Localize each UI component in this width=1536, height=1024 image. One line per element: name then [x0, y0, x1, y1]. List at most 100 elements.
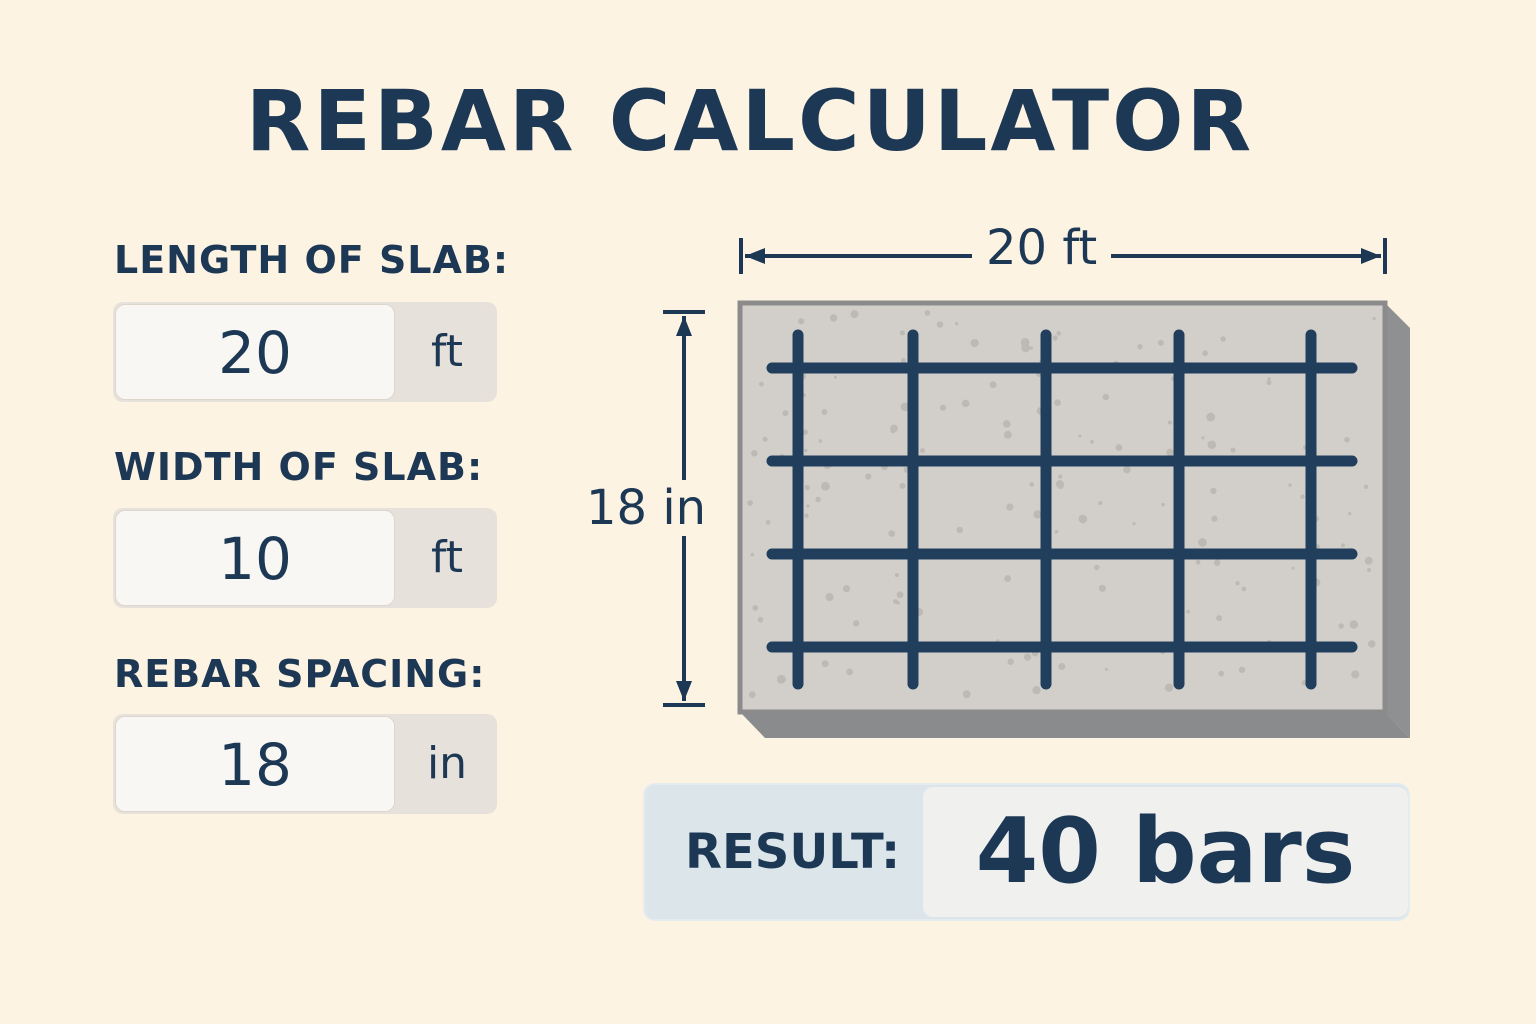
concrete-speck: [765, 520, 771, 525]
concrete-speck: [758, 381, 764, 387]
result-panel: RESULT: 40 bars: [643, 783, 1410, 921]
concrete-speck: [842, 585, 851, 593]
concrete-speck: [1201, 436, 1205, 440]
spacing-dimension-label: 18 in: [582, 480, 711, 536]
concrete-speck: [752, 605, 759, 611]
concrete-speck: [833, 375, 837, 379]
concrete-speck: [782, 410, 789, 417]
concrete-speck: [762, 436, 768, 442]
concrete-speck: [1341, 543, 1345, 548]
concrete-speck: [1078, 514, 1088, 524]
concrete-speck: [939, 404, 947, 411]
concrete-speck: [1123, 465, 1131, 474]
concrete-speck: [899, 482, 906, 489]
concrete-speck: [818, 439, 823, 443]
concrete-speck: [804, 484, 810, 491]
concrete-speck: [1007, 658, 1014, 665]
concrete-speck: [920, 448, 926, 454]
concrete-speck: [1166, 448, 1174, 457]
concrete-speck: [1032, 685, 1041, 695]
spacing-label: REBAR SPACING:: [114, 652, 486, 696]
concrete-speck: [853, 620, 860, 627]
result-value: 40 bars: [923, 787, 1408, 917]
concrete-speck: [1238, 666, 1246, 673]
concrete-speck: [956, 526, 963, 534]
concrete-speck: [1348, 512, 1352, 516]
concrete-speck: [1218, 670, 1225, 677]
concrete-speck: [751, 450, 758, 457]
concrete-speck: [829, 314, 838, 322]
concrete-speck: [747, 500, 753, 506]
concrete-speck: [846, 668, 853, 676]
concrete-speck: [894, 573, 899, 578]
concrete-speck: [1210, 487, 1217, 495]
concrete-speck: [1206, 412, 1216, 422]
concrete-speck: [1164, 683, 1174, 692]
concrete-speck: [1367, 567, 1372, 572]
concrete-speck: [1006, 503, 1014, 511]
spacing-unit: in: [426, 738, 468, 789]
concrete-speck: [1167, 420, 1172, 425]
concrete-speck: [1372, 316, 1376, 321]
concrete-speck: [1098, 584, 1106, 592]
concrete-speck: [798, 318, 805, 325]
spacing-input[interactable]: 18: [115, 716, 395, 812]
length-input[interactable]: 20: [115, 304, 395, 400]
concrete-speck: [1186, 609, 1190, 614]
concrete-speck: [806, 504, 810, 508]
concrete-speck: [1213, 559, 1221, 566]
concrete-speck: [893, 599, 898, 604]
concrete-speck: [1338, 623, 1344, 629]
concrete-speck: [1211, 515, 1218, 522]
concrete-speck: [1291, 566, 1295, 570]
concrete-speck: [1020, 338, 1030, 347]
concrete-speck: [1115, 444, 1123, 451]
concrete-speck: [825, 593, 834, 602]
concrete-speck: [899, 330, 905, 336]
length-dimension-label: 20 ft: [972, 220, 1112, 276]
slab-bottom: [740, 712, 1410, 738]
concrete-speck: [1054, 529, 1059, 534]
concrete-speck: [1267, 377, 1271, 381]
concrete-speck: [1266, 380, 1272, 386]
concrete-speck: [802, 429, 808, 435]
spacing-field[interactable]: 18 in: [113, 714, 497, 814]
concrete-speck: [1033, 510, 1042, 519]
concrete-speck: [888, 530, 896, 537]
concrete-speck: [821, 481, 830, 491]
concrete-speck: [1198, 538, 1207, 547]
concrete-speck: [1364, 556, 1373, 565]
length-label: LENGTH OF SLAB:: [114, 238, 510, 282]
concrete-speck: [1056, 330, 1062, 336]
concrete-speck: [970, 338, 979, 348]
concrete-speck: [936, 321, 944, 328]
concrete-speck: [1058, 474, 1063, 479]
concrete-speck: [1161, 502, 1165, 507]
concrete-speck: [1102, 393, 1110, 401]
concrete-speck: [1002, 420, 1011, 428]
page-title: REBAR CALCULATOR: [245, 72, 1255, 170]
concrete-speck: [1132, 522, 1136, 526]
concrete-speck: [1004, 575, 1012, 583]
concrete-speck: [1023, 653, 1032, 661]
length-unit: ft: [431, 326, 463, 377]
width-label: WIDTH OF SLAB:: [114, 445, 484, 489]
concrete-speck: [1349, 620, 1359, 629]
slab-side: [1385, 303, 1410, 738]
concrete-speck: [954, 322, 959, 326]
length-field[interactable]: 20 ft: [113, 302, 497, 402]
width-input[interactable]: 10: [115, 510, 395, 606]
concrete-speck: [821, 408, 828, 415]
concrete-speck: [1351, 670, 1360, 679]
concrete-speck: [900, 358, 906, 364]
concrete-speck: [865, 473, 872, 480]
concrete-speck: [896, 591, 904, 599]
concrete-speck: [1216, 615, 1223, 622]
width-field[interactable]: 10 ft: [113, 508, 497, 608]
concrete-speck: [1300, 494, 1305, 499]
concrete-speck: [1094, 564, 1100, 571]
concrete-speck: [1363, 484, 1369, 490]
concrete-speck: [815, 496, 821, 503]
concrete-speck: [989, 381, 997, 389]
concrete-speck: [1003, 430, 1012, 439]
